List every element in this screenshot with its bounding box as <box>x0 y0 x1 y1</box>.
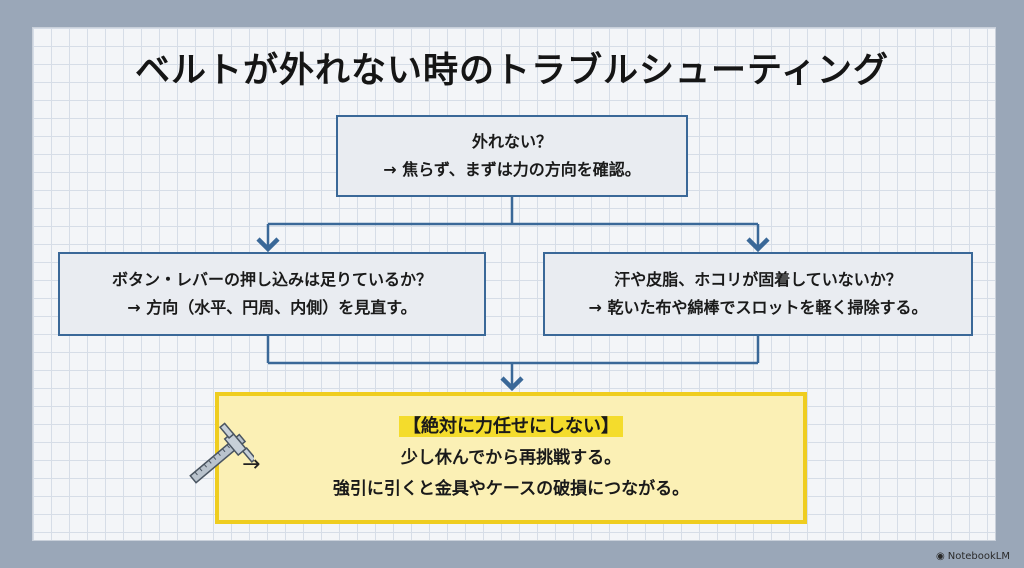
final-advice-line1: 少し休んでから再挑戦する。 <box>400 448 622 468</box>
final-advice-box: 【絶対に力任せにしない】 少し休んでから再挑戦する。 強引に引くと金具やケースの… <box>215 392 807 524</box>
notebooklm-watermark: ◉ NotebookLM <box>936 551 1010 562</box>
caliper-arrow: → <box>242 452 261 477</box>
button-lever-line1: ボタン・レバーの押し込みは足りているか？ <box>111 270 432 289</box>
button-lever-check-box: ボタン・レバーの押し込みは足りているか？ → 方向（水平、円周、内側）を見直す。 <box>58 252 486 336</box>
dirt-check-box: 汗や皮脂、ホコリが固着していないか？ → 乾いた布や綿棒でスロットを軽く掃除する… <box>543 252 973 336</box>
caliper-icon <box>189 422 254 484</box>
final-advice-line2: 強引に引くと金具やケースの破損につながる。 <box>332 479 690 499</box>
question-box: 外れない？ → 焦らず、まずは力の方向を確認。 <box>336 115 688 197</box>
page-title: ベルトが外れない時のトラブルシューティング <box>135 51 889 91</box>
question-line1: 外れない？ <box>471 132 552 151</box>
watermark-text: NotebookLM <box>947 551 1010 562</box>
button-lever-line2: → 方向（水平、円周、内側）を見直す。 <box>127 298 417 317</box>
notebooklm-logo-icon: ◉ <box>936 551 945 562</box>
dirt-check-line1: 汗や皮脂、ホコリが固着していないか？ <box>614 270 902 289</box>
dirt-check-line2: → 乾いた布や綿棒でスロットを軽く掃除する。 <box>588 298 928 317</box>
question-line2: → 焦らず、まずは力の方向を確認。 <box>383 160 641 179</box>
final-advice-heading: 【絶対に力任せにしない】 <box>399 416 623 437</box>
